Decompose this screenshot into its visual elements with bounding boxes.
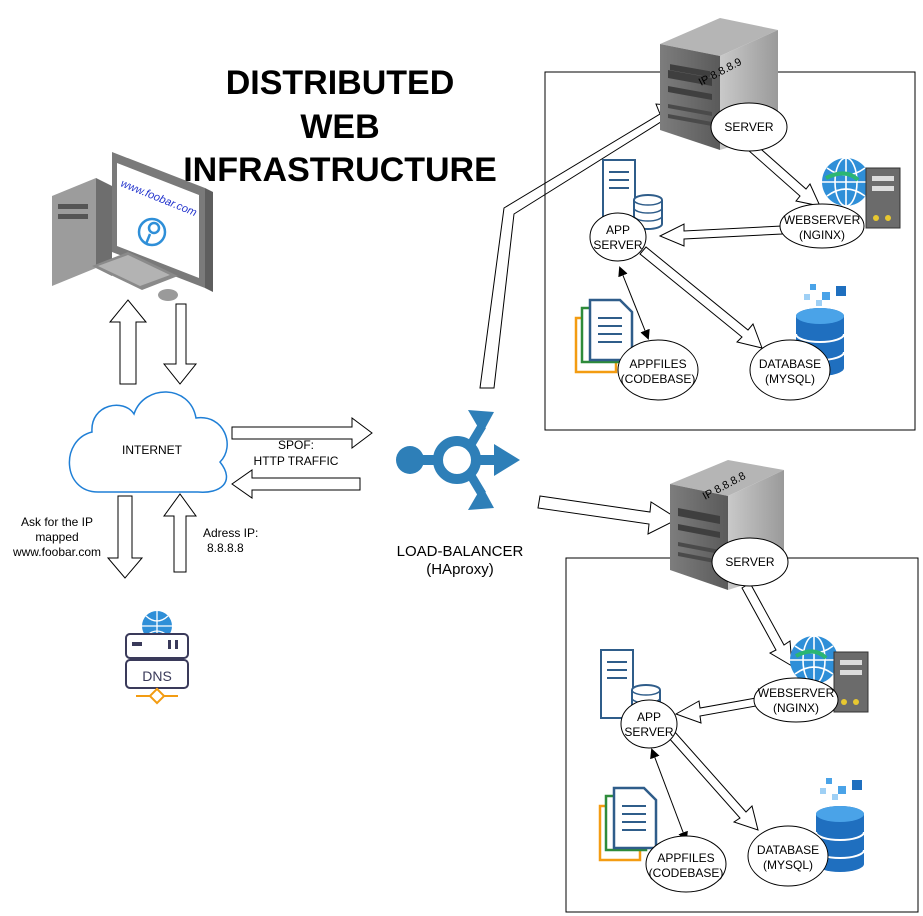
appfiles-top-line-2: (CODEBASE) [621,372,696,386]
arrow-webserver-to-app-bottom [674,697,757,724]
internet-label: INTERNET [122,443,183,457]
arrow-lb-to-internet [231,469,361,499]
server-node-bottom [711,537,789,587]
diagram-title: DISTRIBUTED WEB INFRASTRUCTURE [183,64,497,189]
server-top-label: SERVER [724,120,773,134]
dns-label: DNS [142,668,172,684]
database-node-bottom [747,825,829,887]
title-line-3: INFRASTRUCTURE [183,151,497,189]
server-bottom-label: SERVER [725,555,774,569]
server-top-arrows [639,142,821,349]
app-server-bottom-line-1: APP [637,710,661,724]
load-balancer-name: LOAD-BALANCER [397,543,524,560]
webserver-node-bottom [753,677,839,723]
title-line-2: WEB [300,108,379,146]
dns-query-line-1: Ask for the IP [21,515,93,529]
arrow-server-to-webserver-top [747,142,821,207]
webserver-bottom-line-2: (NGINX) [773,701,819,715]
webserver-bottom-icon [790,635,869,713]
server-box-top: IP 8.8.8.9 SERVER APP SERVER [544,18,916,431]
arrow-client-to-internet [162,303,198,385]
load-balancer-icon [396,410,520,510]
arrow-lb-to-server-bottom [537,495,680,535]
dns-query-label: Ask for the IP mapped www.foobar.com [12,515,101,559]
server-tower-top-icon: IP 8.8.8.9 [660,18,778,150]
appfiles-node-top [617,339,699,401]
webserver-top-line-2: (NGINX) [799,228,845,242]
arrow-app-files-top [618,266,650,340]
spof-line-1: SPOF: [278,438,314,452]
appfiles-bottom-line-1: APPFILES [657,851,714,865]
database-top-line-2: (MYSQL) [765,372,815,386]
appfiles-bottom-line-2: (CODEBASE) [649,866,724,880]
app-server-node-top [589,212,647,262]
app-server-bottom-line-2: SERVER [624,725,673,739]
database-top-line-1: DATABASE [759,357,821,371]
user-icon [137,217,167,247]
database-bottom-line-1: DATABASE [757,843,819,857]
client-computer-icon: www.foobar.com [52,152,213,301]
spof-line-2: HTTP TRAFFIC [254,454,339,468]
dns-server-icon: DNS [125,611,189,705]
internet-cloud: INTERNET [68,391,228,493]
dns-answer-line-1: Adress IP: [203,526,258,540]
webserver-bottom-line-1: WEBSERVER [758,686,835,700]
dns-answer-label: Adress IP: 8.8.8.8 [203,526,258,555]
arrow-internet-to-dns [106,495,144,579]
arrow-internet-to-client [108,299,148,385]
database-bottom-line-2: (MYSQL) [763,858,813,872]
load-balancer-software: (HAproxy) [426,561,494,578]
webserver-node-top [779,203,865,249]
database-node-top [749,339,831,401]
app-server-top-line-1: APP [606,223,630,237]
block-arrows [106,103,683,579]
dns-answer-line-2: 8.8.8.8 [207,541,244,555]
appfiles-top-icon [574,298,634,374]
arrow-dns-to-internet [163,493,197,573]
server-box-bottom: IP 8.8.8.8 SERVER APP SERVER [565,460,919,913]
appfiles-top-line-1: APPFILES [629,357,686,371]
app-server-bottom-icon [600,649,661,720]
title-line-1: DISTRIBUTED [226,64,455,102]
app-server-top-line-2: SERVER [593,238,642,252]
dns-query-line-2: mapped [35,530,78,544]
arrow-internet-to-lb [231,417,373,449]
spof-label: SPOF: HTTP TRAFFIC [254,438,339,468]
webserver-top-icon [822,157,901,229]
cloud-icon [68,391,228,493]
load-balancer-label: LOAD-BALANCER (HAproxy) [397,543,524,578]
server-node-top [710,102,788,152]
arrow-app-to-database-top [639,246,763,349]
arrow-app-to-database-bottom [659,721,759,831]
appfiles-node-bottom [645,835,727,893]
arrow-webserver-to-app-top [658,223,783,247]
appfiles-bottom-icon [598,786,658,862]
dns-query-line-3: www.foobar.com [12,545,101,559]
webserver-top-line-1: WEBSERVER [784,213,861,227]
app-server-node-bottom [620,699,678,749]
arrow-server-to-webserver-bottom [741,582,793,667]
arrow-app-files-bottom [650,748,688,842]
